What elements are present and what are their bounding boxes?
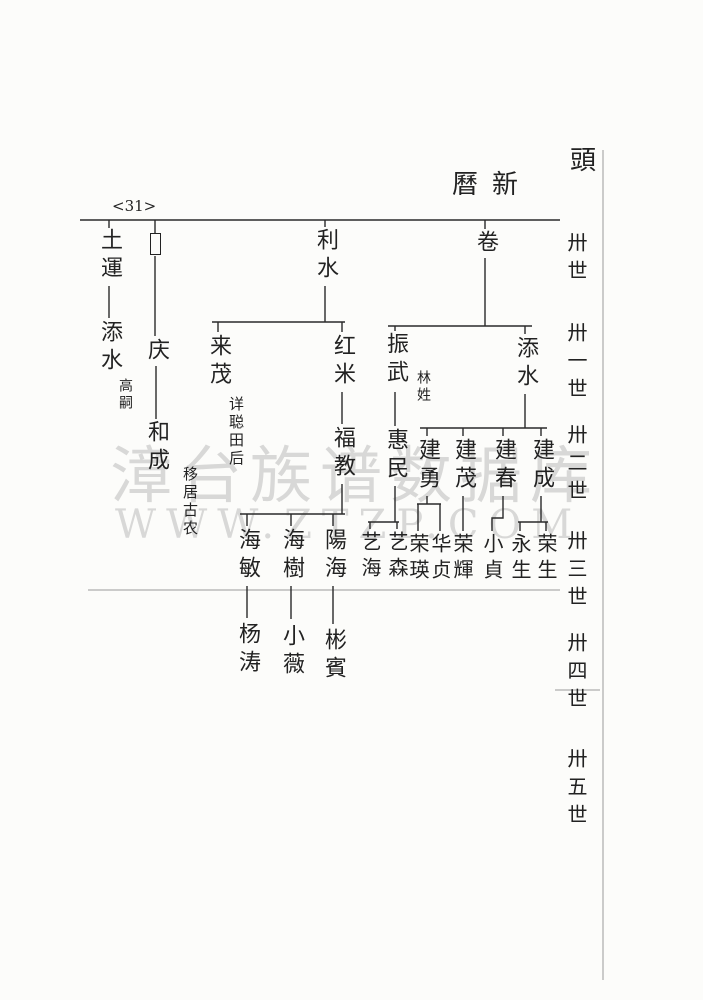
generation-label-34: 卅四世 (564, 632, 588, 716)
page-header: 曆新 (452, 170, 533, 200)
person-jian-yong: 建勇 (415, 438, 440, 494)
note-tian-shui: 高嗣 (117, 378, 133, 412)
person-lai-mao: 来茂 (206, 334, 231, 390)
person-jian-mao: 建茂 (451, 438, 476, 494)
person-hong-mi: 红米 (330, 334, 355, 390)
corner-mark: 頭 (570, 146, 611, 176)
watermark-text: 漳台族谱数据库 (110, 439, 601, 512)
person-qing: 庆 (144, 338, 169, 366)
generation-label-30: 卅世 (564, 232, 588, 288)
person-hui-min: 惠民 (383, 428, 408, 484)
person-rong-ying: 荣瑛 (406, 533, 430, 585)
person-hai-min: 海敏 (235, 528, 260, 584)
person-hai-shu: 海樹 (279, 528, 304, 584)
person-yang-hai: 陽海 (321, 528, 346, 584)
person-yi-sen: 艺森 (385, 531, 409, 583)
person-tu-yun: 土運 (97, 228, 122, 284)
person-xiao-zhen: 小貞 (480, 533, 504, 585)
person-yang-tao: 杨涛 (235, 622, 260, 678)
person-rong-hui: 荣輝 (450, 533, 474, 585)
unknown-name-box (150, 233, 161, 255)
person-bin-bin: 彬賓 (321, 628, 346, 684)
person-xiao-wei: 小薇 (279, 624, 304, 680)
person-tian-shui-left: 添水 (97, 320, 122, 376)
person-jian-cheng: 建成 (529, 438, 554, 494)
generation-label-35: 卅五世 (564, 748, 588, 832)
person-he-cheng: 和成 (144, 420, 169, 476)
generation-label-31: 卅一世 (564, 322, 588, 406)
page-number: <31> (112, 197, 157, 215)
watermark-url: WWW.ZTZP.COM (115, 502, 583, 548)
note-zhen-wu: 林姓 (415, 370, 431, 404)
person-fu-jiao: 福教 (330, 426, 355, 482)
note-lai-mao: 详聪田后 (227, 396, 245, 468)
person-yong-sheng: 永生 (508, 533, 532, 585)
lineage-line (491, 496, 504, 531)
person-zhen-wu: 振武 (383, 332, 408, 388)
person-rong-sheng: 荣生 (534, 533, 558, 585)
person-juan: 卷 (473, 230, 498, 258)
person-yi-hai: 艺海 (358, 531, 382, 583)
person-tian-shui-right: 添水 (513, 336, 538, 392)
person-hua-zhen: 华贞 (428, 533, 452, 585)
person-li-shui: 利水 (313, 228, 338, 284)
generation-label-32: 卅二世 (564, 424, 588, 508)
note-he-cheng: 移居古农 (181, 466, 199, 538)
person-jian-chun: 建春 (491, 438, 516, 494)
generation-label-33: 卅三世 (564, 530, 588, 614)
